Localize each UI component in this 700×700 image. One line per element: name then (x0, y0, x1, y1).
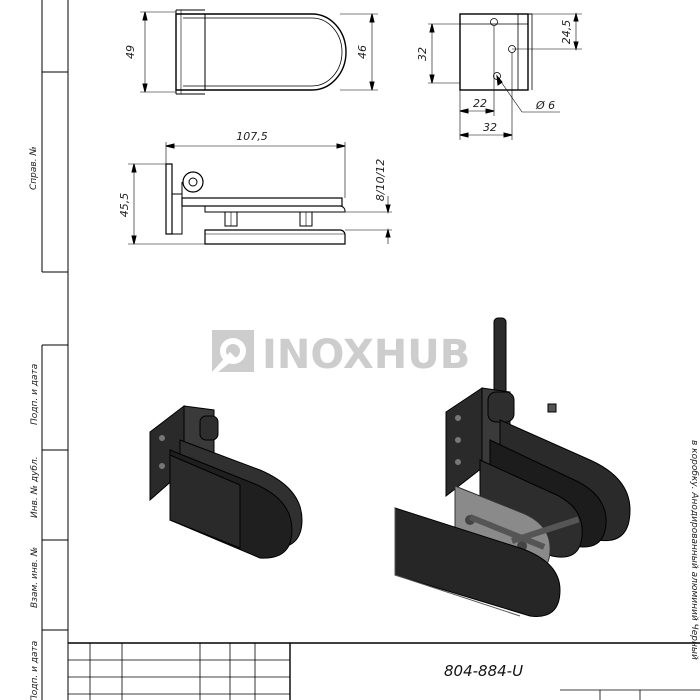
hinge-exploded-illustration (394, 317, 631, 617)
dim-32-horizontal: 32 (483, 121, 497, 134)
label-podp-data-2: Подп. и дата (30, 640, 40, 700)
label-podp-data-1: Подп. и дата (30, 363, 40, 425)
front-view: 107,5 45,5 8/10/12 (118, 130, 392, 245)
title-block (68, 642, 700, 700)
left-frame (41, 0, 69, 700)
watermark-text: INOXHUB (262, 332, 470, 378)
dim-8-10-12: 8/10/12 (374, 159, 387, 201)
drawing-code: 804-884-U (444, 662, 524, 680)
label-inv-dubl: Инв. № дубл. (30, 456, 40, 518)
dim-49: 49 (124, 45, 137, 59)
material-note: в коробку. Анодированный алюминий Черный (689, 440, 699, 660)
label-vzam-inv: Взам. инв. № (30, 546, 40, 608)
watermark-logo-icon (212, 330, 254, 372)
watermark: INOXHUB (212, 330, 470, 378)
hinge-assembled-illustration (149, 404, 303, 559)
dim-45-5: 45,5 (118, 193, 131, 218)
dim-22: 22 (473, 97, 487, 110)
dim-24-5: 24,5 (560, 20, 573, 45)
top-view: 49 46 (124, 9, 378, 95)
dim-107-5: 107,5 (236, 130, 268, 143)
dim-32-vertical: 32 (416, 47, 429, 61)
side-view: 32 24,5 22 32 Ø 6 (416, 12, 582, 140)
dim-46: 46 (356, 45, 369, 59)
label-sprav: Справ. № (29, 146, 39, 190)
dim-diameter-6: Ø 6 (535, 99, 555, 112)
